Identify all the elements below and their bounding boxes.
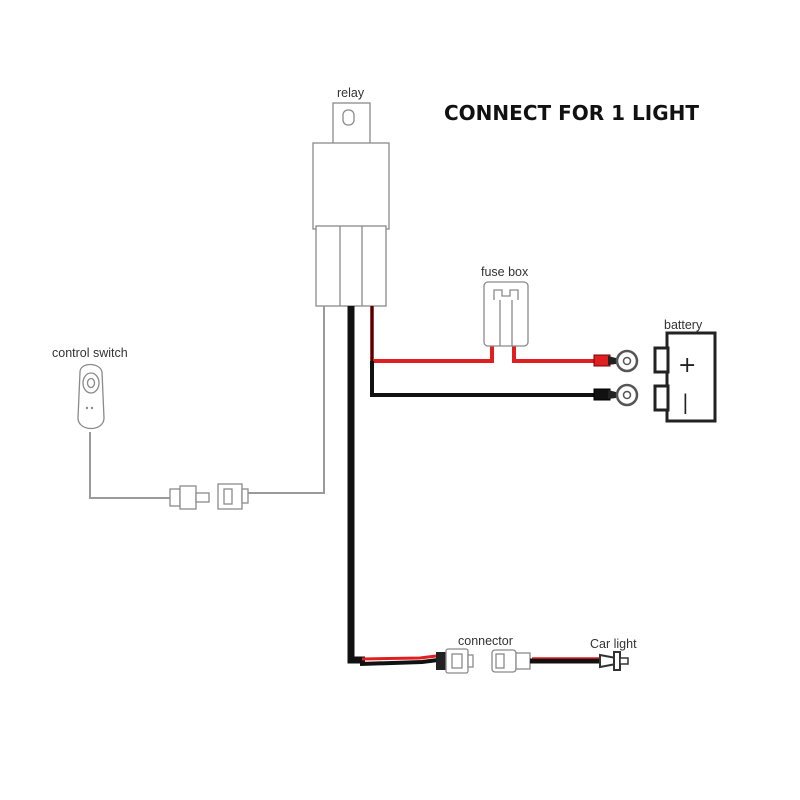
light-connector: connector	[436, 634, 531, 674]
power-wire-to-battery	[512, 344, 596, 363]
battery: + | battery	[653, 318, 717, 423]
fuse-box-body	[483, 281, 529, 347]
light-lead-black	[359, 658, 439, 666]
ground-wire-to-battery	[370, 361, 596, 397]
control-switch: control switch	[52, 346, 128, 430]
diagram-title: CONNECT FOR 1 LIGHT	[444, 101, 699, 125]
fuse-box: fuse box	[481, 265, 529, 347]
relay-mounting-tab	[332, 102, 371, 149]
relay-body	[312, 142, 390, 230]
light-lead-red	[361, 654, 437, 661]
car-light-label: Car light	[590, 637, 637, 651]
light-ground-wire	[347, 306, 365, 664]
fuse-box-label: fuse box	[481, 265, 529, 279]
relay-base	[315, 225, 387, 307]
switch-signal-wire	[246, 306, 325, 494]
battery-positive-post	[653, 346, 670, 374]
relay-tab-hole	[342, 109, 355, 126]
positive-ring-terminal	[593, 349, 639, 373]
battery-negative-post	[653, 384, 670, 412]
battery-negative-symbol: |	[682, 390, 689, 414]
switch-wire	[89, 432, 170, 499]
control-switch-label: control switch	[52, 346, 128, 360]
power-wire-to-fuse	[370, 306, 494, 363]
car-light: Car light	[590, 637, 637, 671]
switch-plug	[179, 485, 197, 510]
battery-body	[665, 331, 717, 423]
negative-ring-terminal	[593, 383, 639, 407]
relay-label: relay	[337, 86, 365, 100]
battery-label: battery	[664, 318, 703, 332]
battery-positive-symbol: +	[678, 353, 696, 378]
fuse-box-lid	[493, 289, 519, 300]
connector-label: connector	[458, 634, 513, 648]
switch-connector	[169, 483, 249, 510]
relay: relay	[312, 86, 390, 307]
